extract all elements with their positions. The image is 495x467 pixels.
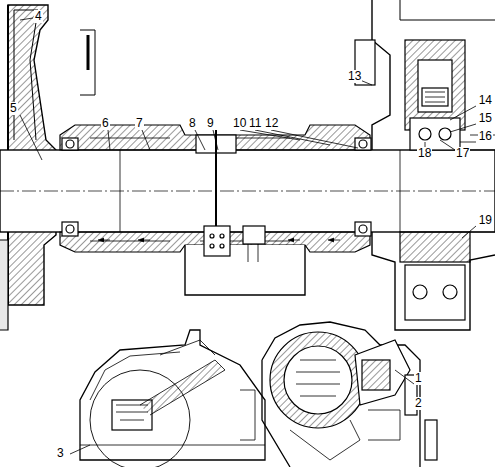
callout-number: 12: [264, 117, 279, 130]
callout-number: 2: [414, 397, 423, 410]
callout-number: 9: [206, 117, 215, 130]
callout-number: 6: [101, 117, 110, 130]
callout-number: 10: [232, 117, 247, 130]
callout-number: 13: [347, 70, 362, 83]
callout-number: 18: [417, 147, 432, 160]
callout-number: 4: [34, 10, 43, 23]
callout-number: 7: [135, 117, 144, 130]
callout-number: 1: [414, 372, 423, 385]
callout-number: 5: [9, 102, 18, 115]
callout-number: 15: [478, 112, 493, 125]
callout-number: 16: [478, 130, 493, 143]
callout-number: 17: [455, 147, 470, 160]
callout-number: 3: [56, 447, 65, 460]
callout-number: 14: [478, 94, 493, 107]
callout-number: 19: [478, 214, 493, 227]
callout-number: 8: [188, 117, 197, 130]
callout-number: 11: [248, 117, 262, 130]
